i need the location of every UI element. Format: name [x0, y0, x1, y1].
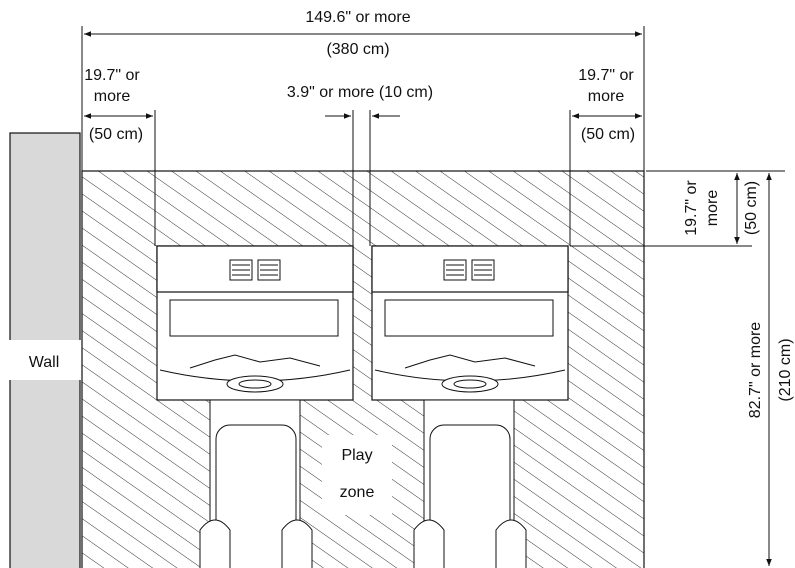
play-zone-line2: zone [340, 484, 375, 501]
right-clearance-dimension: 19.7" or more (50 cm) [569, 67, 642, 246]
gap-label: 3.9" or more (10 cm) [287, 84, 433, 101]
rear-clearance-line2: more [704, 190, 721, 227]
left-clearance-dimension: 19.7" or more (50 cm) [84, 67, 156, 246]
game-machine-left [156, 245, 354, 568]
vent-icon [229, 259, 281, 281]
right-clearance-metric: (50 cm) [581, 126, 635, 143]
depth-metric: (210 cm) [777, 338, 794, 401]
depth-dimension: 82.7" or more (210 cm) [747, 173, 794, 566]
wall-label: Wall [29, 354, 60, 371]
overall-width-dimension: 149.6" or more (380 cm) [81, 9, 645, 171]
play-zone-line1: Play [341, 447, 372, 464]
vent-icon [443, 259, 495, 281]
depth-label: 82.7" or more [747, 322, 764, 418]
overall-width-label: 149.6" or more [305, 9, 410, 26]
overall-width-metric: (380 cm) [326, 41, 389, 58]
left-clearance-line1: 19.7" or [84, 67, 140, 84]
rear-clearance-line1: 19.7" or [683, 180, 700, 236]
game-machine-right [371, 245, 569, 568]
rear-clearance-metric: (50 cm) [743, 181, 760, 235]
play-zone-label: Play zone [322, 435, 392, 515]
wall: Wall [0, 132, 88, 568]
left-clearance-line2: more [94, 88, 131, 105]
right-clearance-line2: more [588, 88, 625, 105]
rear-clearance-dimension: 19.7" or more (50 cm) [570, 170, 785, 247]
right-clearance-line1: 19.7" or [578, 67, 634, 84]
left-clearance-metric: (50 cm) [89, 126, 143, 143]
gap-dimension: 3.9" or more (10 cm) [287, 84, 433, 246]
